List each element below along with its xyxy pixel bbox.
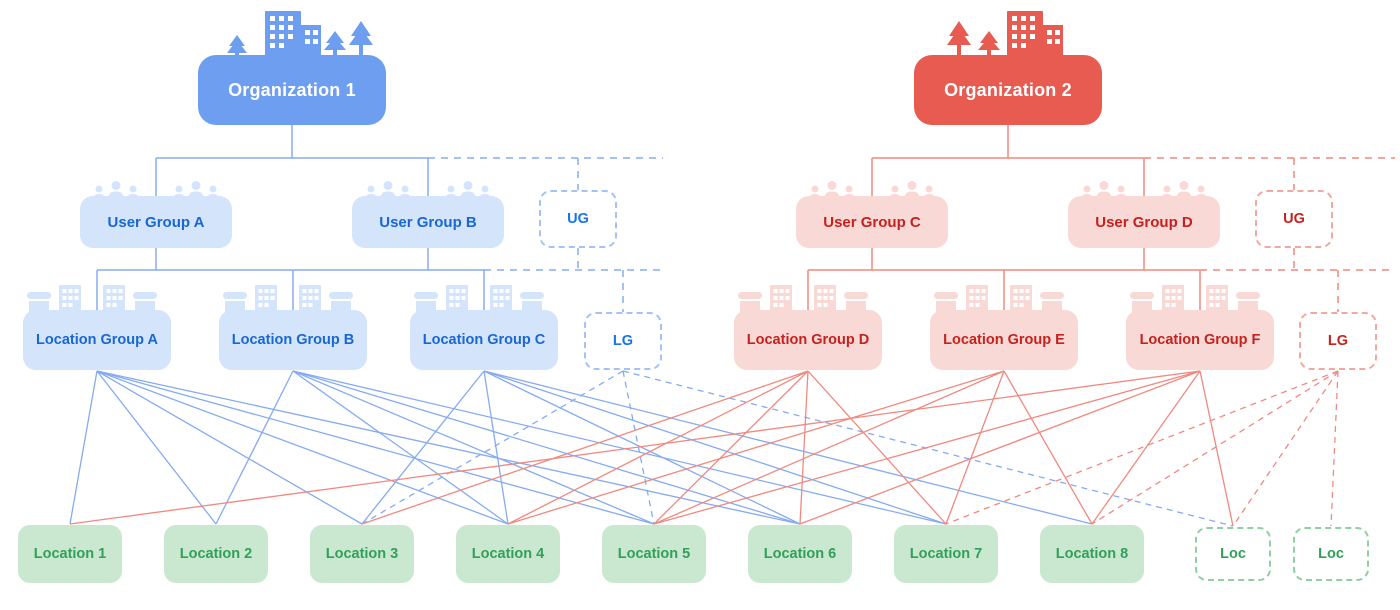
location-group-placeholder-red: LG (1299, 312, 1377, 370)
user-group-a-node: User Group A (80, 196, 232, 248)
location-group-d-label: Location Group D (734, 310, 882, 370)
location-group-e-node: Location Group E (930, 310, 1078, 370)
organization-1-node: Organization 1 (198, 55, 386, 125)
location-group-e-label: Location Group E (930, 310, 1078, 370)
stores-icon (27, 285, 167, 313)
stores-icon (223, 285, 363, 313)
location-6-label: Location 6 (748, 525, 852, 583)
location-group-a-node: Location Group A (23, 310, 171, 370)
ug-placeholder-label: UG (1255, 190, 1333, 248)
location-group-f-label: Location Group F (1126, 310, 1274, 370)
organization-2-node: Organization 2 (914, 55, 1102, 125)
lg-placeholder-label: LG (584, 312, 662, 370)
location-1-label: Location 1 (18, 525, 122, 583)
user-group-c-node: User Group C (796, 196, 948, 248)
location-8-label: Location 8 (1040, 525, 1144, 583)
trees-building-icon (923, 9, 1093, 57)
stores-icon (934, 285, 1074, 313)
user-group-d-node: User Group D (1068, 196, 1220, 248)
stores-icon (414, 285, 554, 313)
location-4-node: Location 4 (456, 525, 560, 583)
location-group-f-node: Location Group F (1126, 310, 1274, 370)
ug-placeholder-label: UG (539, 190, 617, 248)
user-group-c-label: User Group C (796, 196, 948, 248)
loc-placeholder-label: Loc (1293, 527, 1369, 581)
lg-placeholder-label: LG (1299, 312, 1377, 370)
user-group-b-label: User Group B (352, 196, 504, 248)
location-group-a-label: Location Group A (23, 310, 171, 370)
location-8-node: Location 8 (1040, 525, 1144, 583)
loc-placeholder-label: Loc (1195, 527, 1271, 581)
location-5-label: Location 5 (602, 525, 706, 583)
location-4-label: Location 4 (456, 525, 560, 583)
location-placeholder-2: Loc (1293, 527, 1369, 581)
stores-icon (1130, 285, 1270, 313)
location-1-node: Location 1 (18, 525, 122, 583)
user-group-a-label: User Group A (80, 196, 232, 248)
location-group-placeholder-blue: LG (584, 312, 662, 370)
organization-1-label: Organization 1 (198, 55, 386, 125)
location-placeholder-1: Loc (1195, 527, 1271, 581)
location-7-node: Location 7 (894, 525, 998, 583)
location-2-node: Location 2 (164, 525, 268, 583)
stores-icon (738, 285, 878, 313)
location-group-b-label: Location Group B (219, 310, 367, 370)
location-5-node: Location 5 (602, 525, 706, 583)
user-group-d-label: User Group D (1068, 196, 1220, 248)
location-3-label: Location 3 (310, 525, 414, 583)
user-group-b-node: User Group B (352, 196, 504, 248)
organization-2-label: Organization 2 (914, 55, 1102, 125)
user-group-placeholder-blue: UG (539, 190, 617, 248)
location-6-node: Location 6 (748, 525, 852, 583)
location-group-b-node: Location Group B (219, 310, 367, 370)
location-2-label: Location 2 (164, 525, 268, 583)
user-group-placeholder-red: UG (1255, 190, 1333, 248)
building-trees-icon (207, 9, 377, 57)
location-group-c-label: Location Group C (410, 310, 558, 370)
location-group-d-node: Location Group D (734, 310, 882, 370)
location-group-c-node: Location Group C (410, 310, 558, 370)
location-7-label: Location 7 (894, 525, 998, 583)
location-3-node: Location 3 (310, 525, 414, 583)
